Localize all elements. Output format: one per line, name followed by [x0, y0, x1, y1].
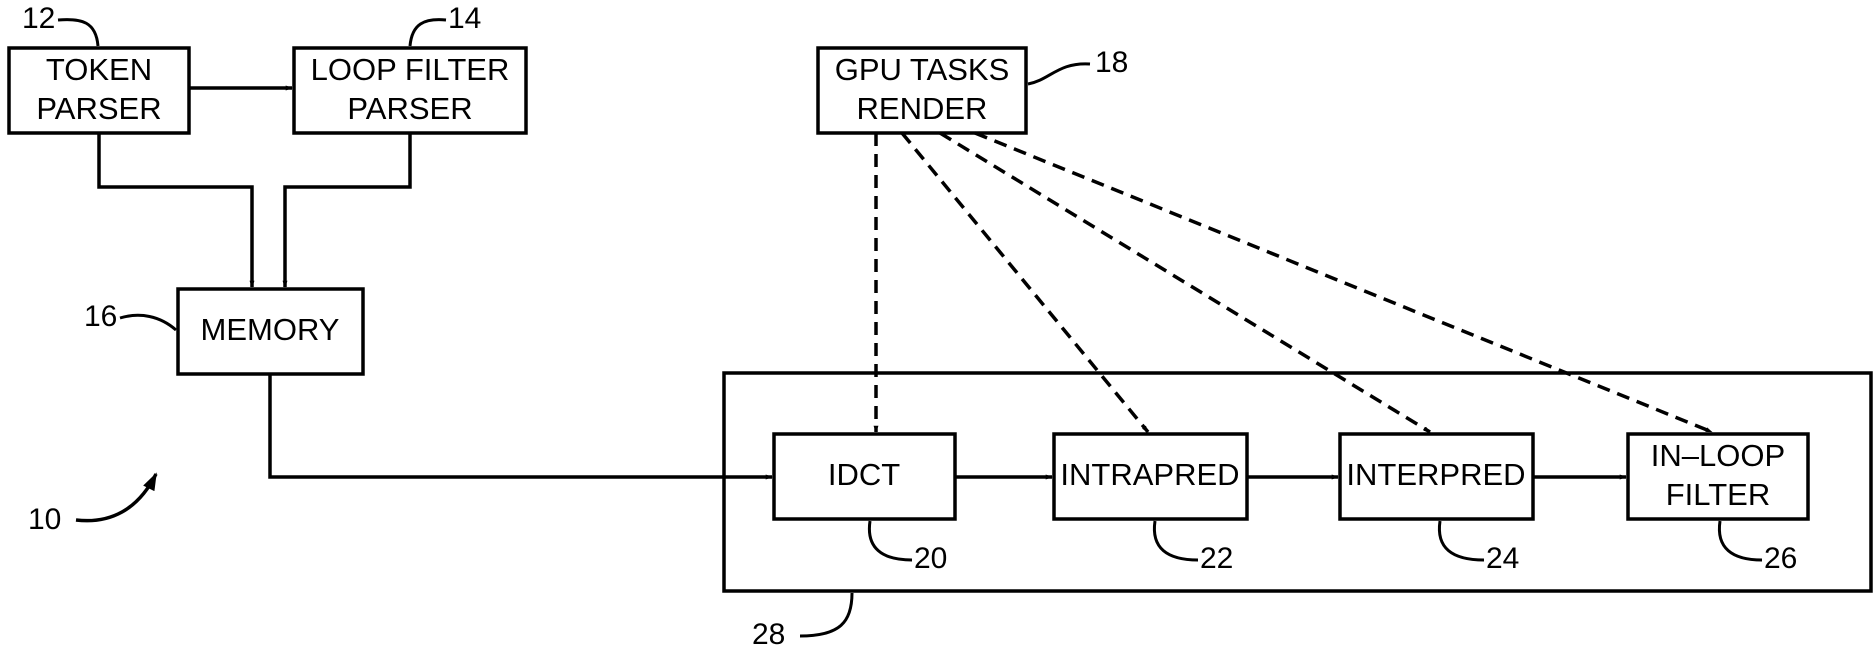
interpred-block: INTERPRED [1340, 434, 1533, 519]
loop-filter-parser-line1: LOOP FILTER [311, 52, 510, 87]
loop-filter-parser-line2: PARSER [347, 91, 472, 126]
ref-20: 20 [914, 542, 947, 575]
gpu-tasks-render-line1: GPU TASKS [835, 52, 1010, 87]
ref-28: 28 [752, 618, 785, 651]
memory-block: MEMORY [178, 289, 363, 374]
interpred-label: INTERPRED [1346, 457, 1525, 492]
dashed-arrow-render-to-inloop [975, 133, 1712, 432]
gpu-tasks-render-block: GPU TASKS RENDER [818, 48, 1026, 133]
intrapred-label: INTRAPRED [1060, 457, 1239, 492]
ref-20-leader [869, 521, 912, 560]
intrapred-block: INTRAPRED [1054, 434, 1247, 519]
ref-18-leader [1028, 64, 1090, 84]
ref-18: 18 [1095, 46, 1128, 79]
ref-26: 26 [1764, 542, 1797, 575]
in-loop-filter-line2: FILTER [1666, 477, 1771, 512]
arrow-memory-to-idct [270, 374, 772, 477]
ref-24: 24 [1486, 542, 1519, 575]
ref-14-leader [410, 20, 446, 46]
ref-12: 12 [22, 2, 55, 35]
ref-24-leader [1439, 521, 1484, 560]
arrow-token-to-memory [99, 133, 252, 287]
dashed-arrow-render-to-intrapred [902, 133, 1148, 432]
ref-28-leader [800, 593, 852, 636]
in-loop-filter-block: IN–LOOP FILTER [1628, 434, 1808, 519]
ref-12-leader [58, 20, 98, 46]
token-parser-line2: PARSER [36, 91, 161, 126]
ref-10-arrow [76, 474, 156, 521]
ref-22-leader [1154, 521, 1198, 560]
gpu-tasks-render-line2: RENDER [857, 91, 988, 126]
idct-label: IDCT [828, 457, 900, 492]
ref-10: 10 [28, 503, 61, 536]
token-parser-block: TOKEN PARSER [9, 48, 189, 133]
memory-label: MEMORY [201, 312, 340, 347]
dashed-arrow-render-to-interpred [940, 133, 1430, 432]
token-parser-line1: TOKEN [46, 52, 152, 87]
ref-14: 14 [448, 2, 481, 35]
ref-22: 22 [1200, 542, 1233, 575]
ref-16: 16 [84, 300, 117, 333]
ref-16-leader [120, 315, 176, 330]
in-loop-filter-line1: IN–LOOP [1651, 438, 1785, 473]
arrow-loopfilter-to-memory [285, 133, 410, 287]
idct-block: IDCT [774, 434, 955, 519]
loop-filter-parser-block: LOOP FILTER PARSER [294, 48, 526, 133]
ref-26-leader [1719, 521, 1762, 560]
